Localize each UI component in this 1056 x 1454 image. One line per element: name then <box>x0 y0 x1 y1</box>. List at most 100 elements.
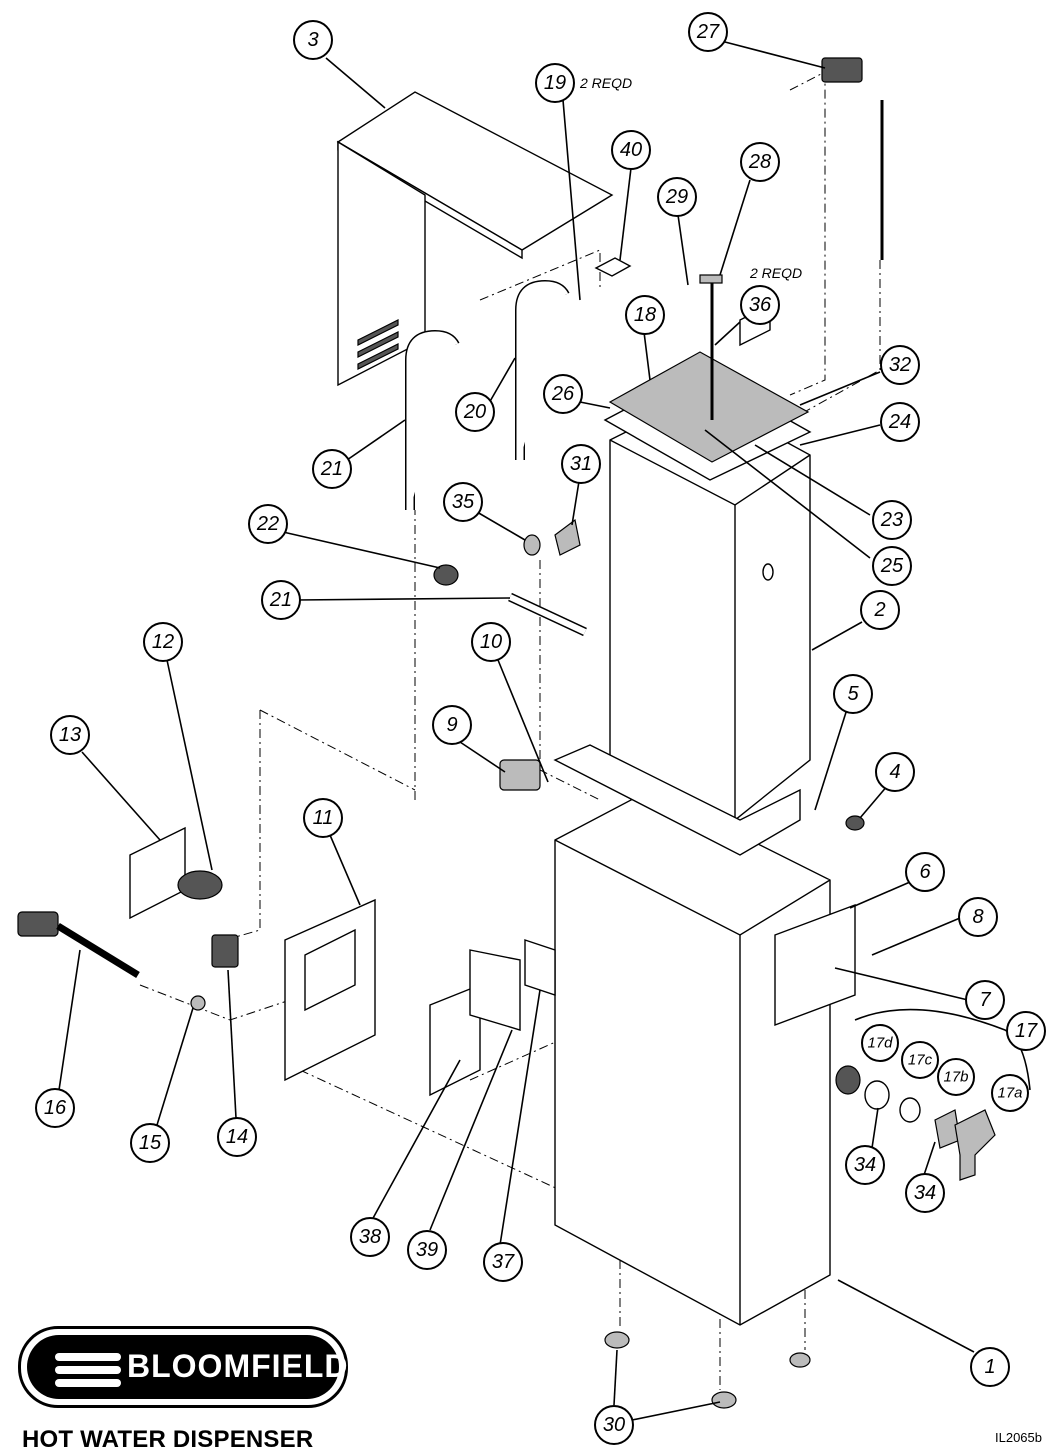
callout-15: 15 <box>130 1123 170 1163</box>
callout-6: 6 <box>905 852 945 892</box>
callout-34: 34 <box>845 1145 885 1185</box>
callout-label: 25 <box>880 555 904 577</box>
note-2-reqd: 2 REQD <box>749 265 802 281</box>
part-cabinet <box>554 789 831 1326</box>
callout-label: 18 <box>634 304 656 326</box>
callout-label: 2 <box>873 599 885 621</box>
callout-17d: 17d <box>861 1024 899 1062</box>
callout-label: 10 <box>480 631 502 653</box>
callout-label: 36 <box>749 294 772 316</box>
callout-28: 28 <box>740 142 780 182</box>
callout-35: 35 <box>443 482 483 522</box>
callout-18: 18 <box>625 295 665 335</box>
callout-23: 23 <box>872 500 912 540</box>
callout-label: 9 <box>446 714 457 736</box>
callout-19: 19 <box>535 63 575 103</box>
callout-14: 14 <box>217 1117 257 1157</box>
callout-3: 3 <box>293 20 333 60</box>
callout-17a: 17a <box>991 1074 1029 1112</box>
callout-label: 30 <box>603 1414 625 1436</box>
callout-39: 39 <box>407 1230 447 1270</box>
drawing-id: IL2065b <box>995 1430 1042 1445</box>
callout-31: 31 <box>561 444 601 484</box>
callout-17: 17 <box>1006 1011 1046 1051</box>
callout-label: 19 <box>544 72 566 94</box>
callout-40: 40 <box>611 130 651 170</box>
logo-mark-icon <box>55 1353 121 1387</box>
callout-17c: 17c <box>901 1041 939 1079</box>
callout-10: 10 <box>471 622 511 662</box>
part-top-cover <box>336 91 614 387</box>
callout-label: 39 <box>416 1239 438 1261</box>
callout-9: 9 <box>432 705 472 745</box>
callout-label: 22 <box>256 513 279 535</box>
callout-21b: 21 <box>261 580 301 620</box>
part-side-plate <box>774 903 856 1027</box>
callout-30: 30 <box>594 1405 634 1445</box>
callout-5: 5 <box>833 674 873 714</box>
callout-12: 12 <box>143 622 183 662</box>
callout-7: 7 <box>965 980 1005 1020</box>
callout-2: 2 <box>860 590 900 630</box>
callout-label: 31 <box>570 453 592 475</box>
callout-11: 11 <box>303 798 343 838</box>
callout-label: 23 <box>880 509 903 531</box>
part-left-components <box>17 826 239 1011</box>
callout-label: 14 <box>226 1126 248 1148</box>
part-top-details <box>433 57 884 1409</box>
callout-label: 37 <box>492 1251 515 1273</box>
callout-label: 21 <box>320 458 343 480</box>
brand-logo: BLOOMFIELD. <box>18 1326 357 1408</box>
callout-22: 22 <box>248 504 288 544</box>
callout-21: 21 <box>312 449 352 489</box>
callout-label: 3 <box>307 29 318 51</box>
callout-label: 38 <box>359 1226 381 1248</box>
page-title: HOT WATER DISPENSER <box>22 1426 314 1453</box>
callout-label: 21 <box>269 589 292 611</box>
callout-36: 36 <box>740 285 780 325</box>
callout-label: 26 <box>551 383 575 405</box>
callout-16: 16 <box>35 1088 75 1128</box>
callout-25: 25 <box>872 546 912 586</box>
part-tank <box>603 351 812 821</box>
callout-20: 20 <box>455 392 495 432</box>
callout-38: 38 <box>350 1217 390 1257</box>
leader-lines <box>58 41 1031 1421</box>
callout-label: 11 <box>313 807 334 829</box>
callout-label: 1 <box>984 1356 995 1378</box>
callout-label: 34 <box>854 1154 876 1176</box>
callout-27: 27 <box>688 12 728 52</box>
logo-text: BLOOMFIELD. <box>127 1348 359 1384</box>
callout-24: 24 <box>880 402 920 442</box>
callout-1: 1 <box>970 1347 1010 1387</box>
part-tray <box>553 744 801 856</box>
callout-label: 7 <box>979 989 991 1011</box>
callout-label: 15 <box>139 1132 162 1154</box>
callout-label: 29 <box>665 186 688 208</box>
callout-label: 4 <box>889 761 900 783</box>
callout-label: 17b <box>943 1069 968 1086</box>
callout-17b: 17b <box>937 1058 975 1096</box>
callout-label: 17d <box>867 1035 893 1052</box>
callout-label: 16 <box>44 1097 67 1119</box>
callout-label: 17a <box>997 1085 1022 1102</box>
callout-label: 24 <box>888 411 911 433</box>
callout-label: 6 <box>919 861 931 883</box>
callout-4: 4 <box>875 752 915 792</box>
callout-label: 13 <box>59 724 81 746</box>
callout-label: 17c <box>908 1052 933 1069</box>
callout-label: 17 <box>1015 1020 1038 1042</box>
callout-32: 32 <box>880 345 920 385</box>
note-2-reqd: 2 REQD <box>579 75 632 91</box>
callout-label: 32 <box>889 354 911 376</box>
callout-label: 28 <box>748 151 771 173</box>
callout-label: 27 <box>696 21 720 43</box>
callout-13: 13 <box>50 715 90 755</box>
callout-37: 37 <box>483 1242 523 1282</box>
part-brackets <box>429 939 556 1097</box>
part-front-panel <box>284 898 376 1082</box>
callout-label: 40 <box>620 139 642 161</box>
callout-8: 8 <box>958 897 998 937</box>
callout-26: 26 <box>543 374 583 414</box>
